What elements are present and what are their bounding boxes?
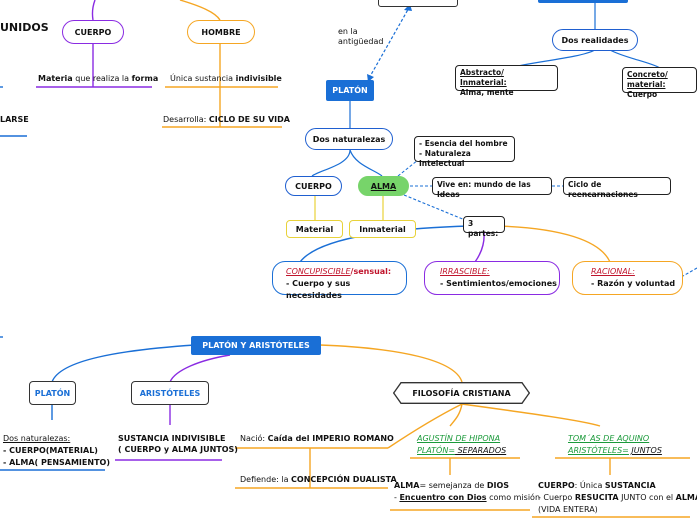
- desarrolla-text: Desarrolla: CICLO DE SU VIDA: [163, 115, 290, 124]
- aristoteles-node[interactable]: ARISTÓTELES: [131, 381, 209, 405]
- platon-aristoteles-node[interactable]: PLATÓN Y ARISTÓTELES: [191, 336, 321, 355]
- cuerpo-sustancia-text: CUERPO: Única SUSTANCIA- Cuerpo RESUCITA…: [538, 481, 697, 514]
- esencia-box[interactable]: - Esencia del hombre- Naturaleza Intelec…: [414, 136, 515, 168]
- cuerpo-node[interactable]: CUERPO: [62, 20, 124, 44]
- alma-dios-text: ALMA= semejanza de DIOS- Encuentro con D…: [394, 481, 541, 502]
- alma-node[interactable]: ALMA: [358, 176, 409, 196]
- unica-sustancia-text: Única sustancia indivisible: [170, 74, 282, 83]
- tres-partes-box[interactable]: 3 partes:: [463, 216, 505, 238]
- platon-bottom-node[interactable]: PLATÓN: [29, 381, 76, 405]
- dos-realidades-node[interactable]: Dos realidades: [552, 29, 638, 51]
- unidos-heading: UNIDOS: [0, 21, 49, 34]
- dos-naturalezas-node[interactable]: Dos naturalezas: [305, 128, 393, 150]
- ciclo-box[interactable]: Ciclo de reencarnaciones: [563, 177, 671, 199]
- hombre-node[interactable]: HOMBRE: [187, 20, 255, 44]
- larse-text: LARSE: [0, 115, 29, 124]
- defiende-text: Defiende: la CONCEPCIÓN DUALISTA: [240, 475, 397, 484]
- racional-node[interactable]: RACIONAL:- Razón y voluntad: [572, 261, 683, 295]
- vive-en-box[interactable]: Vive en: mundo de las Ideas: [432, 177, 552, 199]
- concreto-box[interactable]: Concreto/material: Cuerpo: [622, 67, 697, 99]
- irrascible-node[interactable]: IRRASCIBLE:- Sentimientos/emociones: [424, 261, 560, 295]
- top-right-parent-node[interactable]: [538, 0, 628, 3]
- cuerpo-platon-node[interactable]: CUERPO: [285, 176, 342, 196]
- nacio-text: Nació: Caída del IMPERIO ROMANO: [240, 434, 394, 443]
- platon-node[interactable]: PLATÓN: [326, 80, 374, 101]
- concupiscible-node[interactable]: CONCUPISCIBLE/sensual:- Cuerpo y sus nec…: [272, 261, 407, 300]
- sustancia-indivisible-text: SUSTANCIA INDIVISIBLE( CUERPO y ALMA JUN…: [118, 434, 238, 454]
- filosofia-hexagon-border: [393, 382, 530, 404]
- platon-dos-naturalezas-text: Dos naturalezas:- CUERPO(MATERIAL)- ALMA…: [3, 434, 110, 467]
- material-node[interactable]: Material: [286, 220, 343, 238]
- top-parent-node[interactable]: [378, 0, 458, 7]
- abstracto-box[interactable]: Abstracto/ Inmaterial:Alma, mente: [455, 65, 558, 97]
- materia-text: Materia que realiza la forma: [38, 74, 159, 83]
- inmaterial-node[interactable]: Inmaterial: [349, 220, 416, 238]
